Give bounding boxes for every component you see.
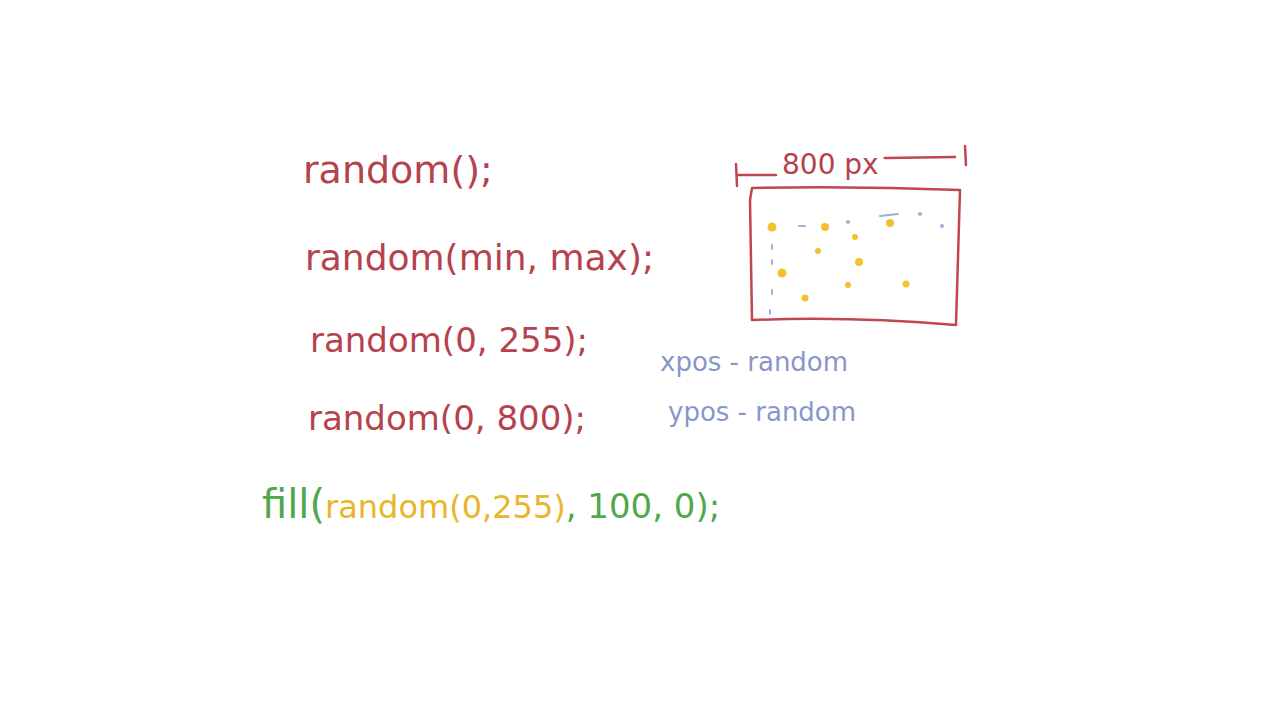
random-dots: [768, 219, 910, 302]
function-call: random(0, 800);: [308, 400, 586, 437]
dimension-tick: [736, 164, 737, 186]
dimension-label: 800 px: [782, 150, 879, 181]
note: ypos - random: [668, 398, 856, 427]
fill-call: , 100, 0);: [566, 488, 720, 525]
dimension-tick: [965, 146, 966, 165]
dimension-line: [738, 174, 776, 177]
dimension-line: [885, 157, 955, 158]
fill-argument: random(0,255): [325, 490, 566, 525]
function-call: random(min, max);: [305, 238, 654, 278]
note: xpos - random: [660, 348, 848, 377]
function-call: random();: [303, 150, 493, 192]
guide-marks: [770, 213, 943, 314]
fill-line: fill(random(0,255), 100, 0);: [262, 482, 720, 526]
canvas-rectangle: [750, 187, 960, 325]
function-call: random(0, 255);: [310, 322, 588, 359]
fill-call: fill(: [262, 482, 325, 526]
